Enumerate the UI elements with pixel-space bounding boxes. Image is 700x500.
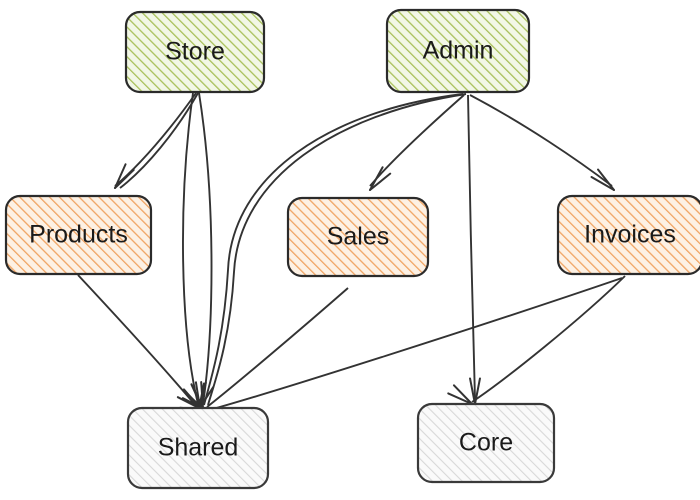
node-invoices-box[interactable] [556, 194, 700, 276]
edge-admin-shared-2 [207, 93, 467, 406]
edge-admin-invoices [469, 94, 613, 187]
edge-sales-shared [206, 287, 349, 408]
arrow-products-arrowhead [114, 163, 135, 189]
edge-admin-sales [369, 94, 465, 187]
edge-store-products [114, 92, 197, 187]
edges-layer [77, 92, 626, 410]
arrow-core-b-arrowhead [447, 384, 473, 405]
node-admin[interactable]: Admin [385, 8, 531, 94]
edge-invoices-shared [212, 277, 623, 410]
arrow-sales-arrowhead [369, 166, 392, 191]
node-store-box[interactable] [124, 10, 266, 94]
node-core-box[interactable] [416, 402, 556, 484]
edge-store-shared [182, 92, 199, 405]
node-shared[interactable]: Shared [126, 406, 270, 490]
edge-store-shared-2 [198, 92, 213, 405]
arrow-invoices-arrowhead [590, 168, 615, 191]
edge-admin-core [467, 94, 476, 401]
node-shared-box[interactable] [126, 406, 270, 490]
node-core[interactable]: Core [416, 402, 556, 484]
node-products-box[interactable] [4, 194, 153, 276]
node-sales-box[interactable] [286, 196, 430, 278]
node-store[interactable]: Store [124, 10, 266, 94]
arrow-shared-f-arrowhead [198, 382, 215, 410]
arrow-core-a-arrowhead [469, 377, 481, 405]
node-admin-box[interactable] [385, 8, 531, 94]
node-invoices[interactable]: Invoices [556, 194, 700, 276]
edge-admin-shared [203, 93, 464, 406]
node-products[interactable]: Products [4, 194, 153, 276]
edge-products-shared [77, 274, 197, 407]
arrowheads-layer [114, 163, 615, 411]
edge-invoices-core [471, 275, 626, 403]
node-sales[interactable]: Sales [286, 196, 430, 278]
